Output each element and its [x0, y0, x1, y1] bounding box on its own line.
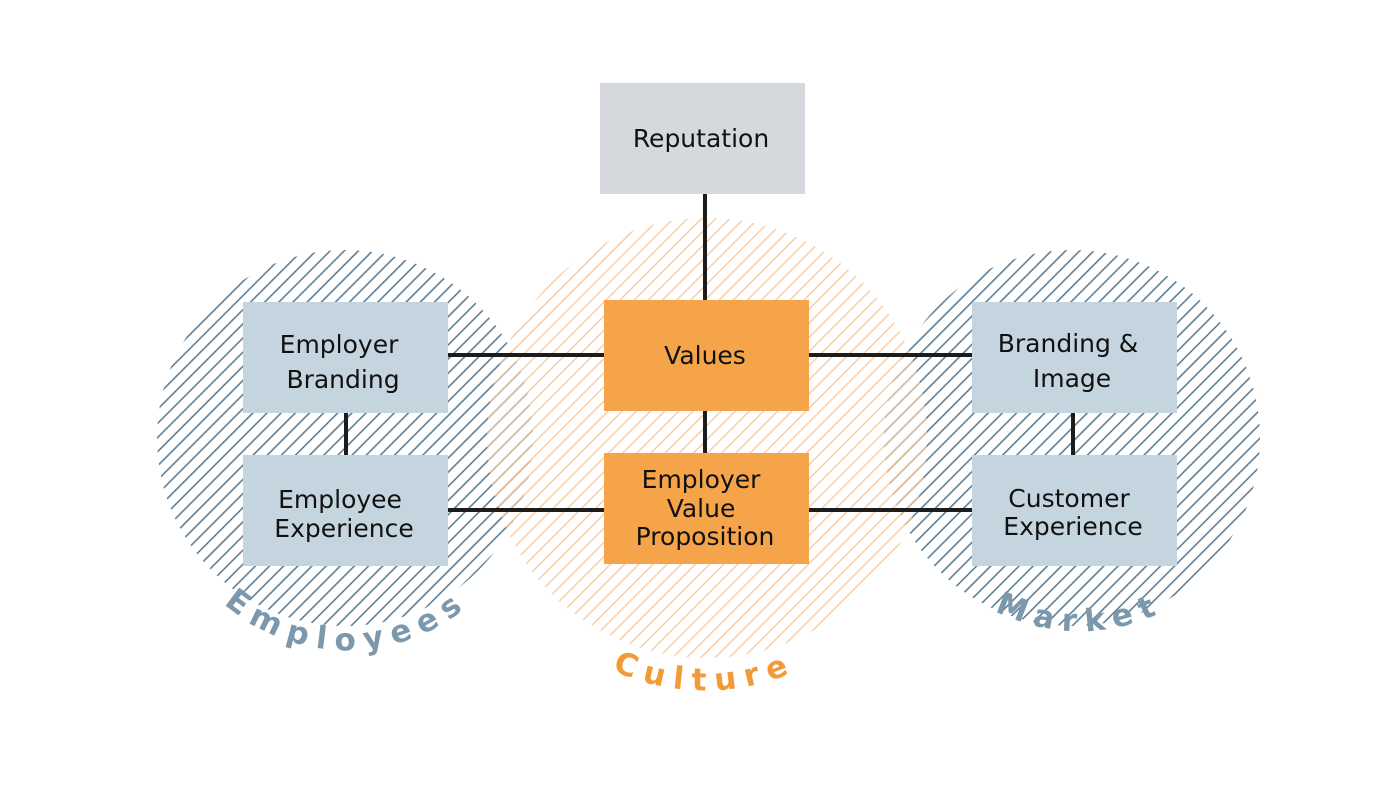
employer-branding-label: Employer Branding	[280, 330, 407, 394]
branding-image-label: Branding & Image	[998, 329, 1147, 393]
values-box	[604, 300, 809, 411]
evp-box	[604, 453, 809, 564]
evp-label: Employer Value Proposition	[636, 465, 775, 551]
branding-image-box	[972, 302, 1177, 413]
values-label: Values	[664, 341, 746, 370]
employee-experience-label: Employee Experience	[274, 485, 413, 543]
reputation-label: Reputation	[633, 124, 769, 153]
employee-experience-box	[243, 455, 448, 566]
customer-experience-box	[972, 455, 1177, 566]
customer-experience-label: Customer Experience	[1003, 484, 1142, 541]
reputation-box	[600, 83, 805, 194]
employer-branding-box	[243, 302, 448, 413]
connectors	[344, 193, 1075, 512]
